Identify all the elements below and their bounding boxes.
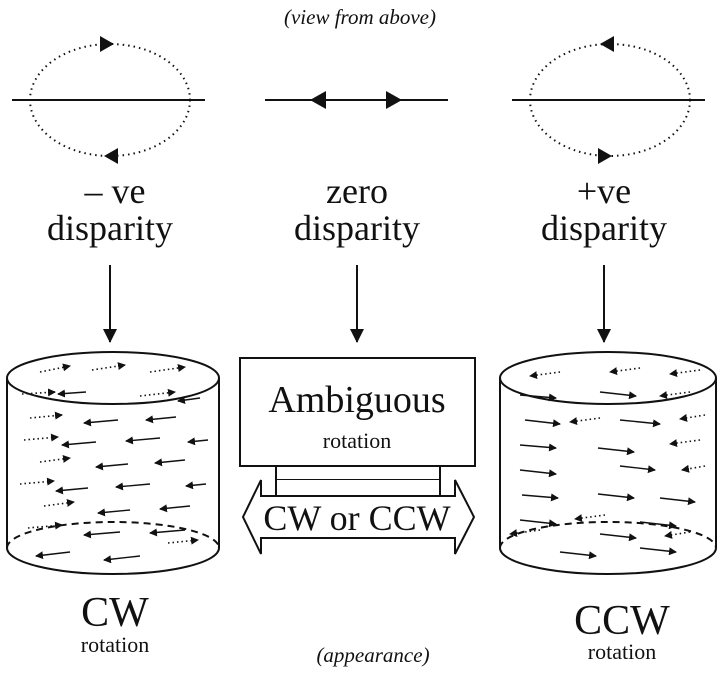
left-orbit-diagram <box>12 36 205 164</box>
front-surface-motion-arrow <box>55 486 89 495</box>
front-surface-motion-arrow <box>619 465 656 474</box>
middle-orbit-diagram <box>265 91 448 109</box>
back-surface-motion-arrow <box>681 464 706 473</box>
left-disparity-line2: disparity <box>47 208 173 248</box>
back-surface-motion-arrow <box>669 369 701 378</box>
right-disparity-line1: +ve <box>577 171 631 211</box>
back-surface-motion-arrow <box>509 529 541 538</box>
back-surface-motion-arrow <box>39 454 71 463</box>
middle-disparity-line1: zero <box>326 171 388 211</box>
orbit-arrowhead-bottom <box>104 148 118 164</box>
front-surface-motion-arrow <box>185 481 207 490</box>
front-surface-motion-arrow <box>103 555 141 564</box>
front-surface-motion-arrow <box>95 462 129 471</box>
front-surface-motion-arrow <box>521 493 559 502</box>
orbit-arrowhead-top <box>100 36 114 52</box>
right-arrowhead <box>386 91 402 109</box>
left-disparity-line1: – ve <box>84 171 146 211</box>
right-rotation-word: rotation <box>588 639 656 664</box>
left-rotation-name: CW <box>81 590 149 636</box>
orbit-arrowhead-bottom <box>598 148 612 164</box>
back-surface-motion-arrow <box>43 498 75 507</box>
front-surface-motion-arrow <box>61 440 97 449</box>
back-surface-motion-arrow <box>29 411 63 420</box>
front-surface-motion-arrow <box>639 521 677 530</box>
front-surface-motion-arrow <box>519 469 557 478</box>
back-surface-motion-arrow <box>39 363 71 373</box>
back-surface-motion-arrow <box>19 477 55 486</box>
back-surface-motion-arrow <box>91 362 126 371</box>
orbit-arrowhead-top <box>600 36 614 52</box>
front-surface-motion-arrow <box>599 533 637 542</box>
front-surface-motion-arrow <box>659 497 696 506</box>
front-surface-motion-arrow <box>35 551 71 560</box>
middle-disparity-line2: disparity <box>294 208 420 248</box>
right-orbit-diagram <box>512 36 705 164</box>
back-surface-motion-arrow <box>149 364 186 373</box>
back-surface-motion-arrow <box>659 391 691 400</box>
back-surface-motion-arrow <box>167 536 199 545</box>
ambiguous-subtitle: rotation <box>323 428 391 453</box>
back-surface-motion-arrow <box>679 413 706 422</box>
ambiguous-box: Ambiguous rotation <box>239 357 476 467</box>
front-surface-motion-arrow <box>524 419 561 428</box>
front-surface-motion-arrow <box>83 418 119 427</box>
top-caption: (view from above) <box>284 5 436 29</box>
front-surface-motion-arrow <box>519 519 557 528</box>
front-surface-motion-arrow <box>597 447 635 456</box>
cw-or-ccw-label: CW or CCW <box>263 498 450 538</box>
front-surface-motion-arrow <box>154 458 186 467</box>
right-disparity-line2: disparity <box>541 208 667 248</box>
front-surface-motion-arrow <box>177 396 201 405</box>
back-surface-motion-arrow <box>574 514 606 523</box>
front-surface-motion-arrow <box>149 528 186 537</box>
front-surface-motion-arrow <box>115 482 151 491</box>
front-surface-motion-arrow <box>57 389 87 398</box>
front-surface-motion-arrow <box>187 437 209 446</box>
back-surface-motion-arrow <box>569 417 601 426</box>
cw-or-ccw-arrow: CW or CCW <box>241 466 476 555</box>
front-surface-motion-arrow <box>519 393 557 402</box>
front-surface-motion-arrow <box>519 443 557 452</box>
front-surface-motion-arrow <box>97 508 131 517</box>
back-surface-motion-arrow <box>669 439 701 448</box>
back-surface-motion-arrow <box>21 388 56 397</box>
left-motion-arrows <box>19 362 209 564</box>
back-surface-motion-arrow <box>27 521 63 530</box>
back-surface-motion-arrow <box>529 371 561 380</box>
left-cylinder <box>6 351 220 575</box>
bottom-caption: (appearance) <box>316 643 429 667</box>
left-arrowhead <box>310 91 326 109</box>
right-rotation-name: CCW <box>574 598 670 644</box>
back-surface-motion-arrow <box>139 388 176 397</box>
front-surface-motion-arrow <box>159 504 191 513</box>
front-surface-motion-arrow <box>125 436 161 445</box>
back-surface-motion-arrow <box>664 530 691 539</box>
right-motion-arrows <box>509 367 706 560</box>
right-cylinder <box>499 351 717 575</box>
front-surface-motion-arrow <box>559 551 597 560</box>
back-surface-motion-arrow <box>609 367 641 376</box>
front-surface-motion-arrow <box>599 391 637 400</box>
front-surface-motion-arrow <box>83 530 121 539</box>
front-surface-motion-arrow <box>145 415 177 424</box>
left-rotation-word: rotation <box>81 632 149 657</box>
front-surface-motion-arrow <box>619 419 661 428</box>
ambiguous-title: Ambiguous <box>268 379 445 421</box>
back-surface-motion-arrow <box>23 433 59 442</box>
front-surface-motion-arrow <box>639 547 677 556</box>
front-surface-motion-arrow <box>597 493 635 502</box>
